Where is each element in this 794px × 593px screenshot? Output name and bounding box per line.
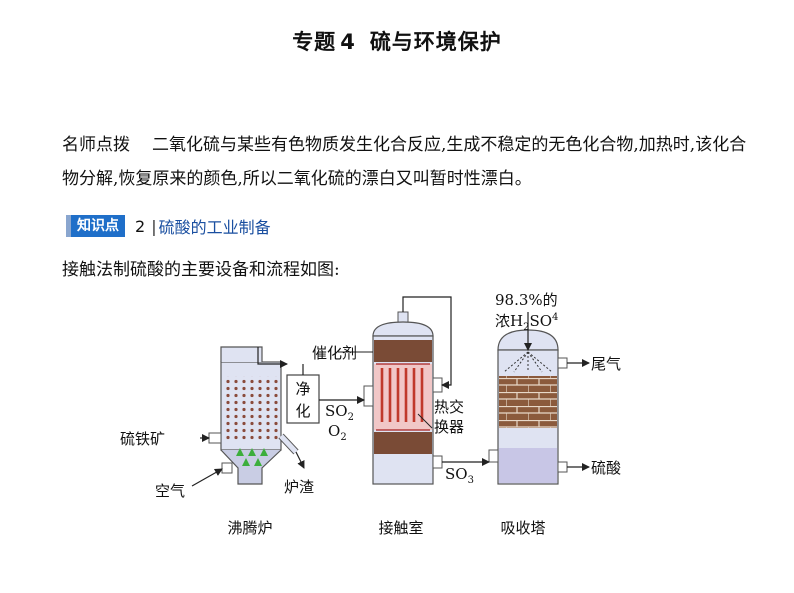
catalyst-layer-top <box>374 340 432 362</box>
absorption-tower <box>442 312 590 485</box>
note-lead: 名师点拨 <box>62 135 130 155</box>
pyrite-label: 硫铁矿 <box>120 430 165 448</box>
note-text: 二氧化硫与某些有色物质发生化合反应,生成不稳定的无色化合物,加热时,该化合物分解… <box>62 135 747 189</box>
o2-label: O2 <box>328 422 347 443</box>
acid-spray <box>503 351 553 373</box>
knowledge-point-title: 硫酸的工业制备 <box>158 218 271 237</box>
furnace-bottom-cone <box>220 449 282 485</box>
furnace-caption: 沸腾炉 <box>227 519 272 537</box>
acid-concentration-label: 98.3%的 <box>495 291 558 309</box>
slag-label: 炉渣 <box>284 478 314 496</box>
air-inlet <box>221 462 233 474</box>
purifier-label-2: 化 <box>295 402 310 420</box>
catalyst-layer-bottom <box>374 432 432 454</box>
tower-packing-bricks <box>499 376 557 428</box>
knowledge-point-separator: | <box>151 216 157 236</box>
heat-exchanger-label-1: 热交 <box>434 398 464 416</box>
catalyst-label: 催化剂 <box>312 344 357 362</box>
furnace-pyrite-particles <box>224 376 278 442</box>
knowledge-point-heading: 知识点 2 | 硫酸的工业制备 <box>66 214 271 238</box>
purifier-label-1: 净 <box>295 380 310 398</box>
heat-exchanger-label-2: 换器 <box>434 418 464 436</box>
knowledge-point-badge: 知识点 <box>66 215 125 237</box>
sulfuric-acid-label: 硫酸 <box>591 459 621 477</box>
intro-text: 接触法制硫酸的主要设备和流程如图: <box>62 260 340 280</box>
tower-caption: 吸收塔 <box>500 519 545 537</box>
title-text: 硫与环境保护 <box>369 30 502 54</box>
heat-exchanger-tubes <box>380 368 424 422</box>
tower-acid-pool <box>499 448 557 483</box>
title-prefix: 专题 <box>292 30 337 54</box>
air-label: 空气 <box>155 482 185 500</box>
purifier-box <box>286 374 320 424</box>
so3-label: SO3 <box>445 465 474 486</box>
so2-label: SO2 <box>325 402 354 423</box>
tail-gas-label: 尾气 <box>591 355 621 373</box>
knowledge-point-number: 2 <box>135 216 146 236</box>
pyrite-inlet <box>208 432 222 444</box>
teacher-note: 名师点拨二氧化硫与某些有色物质发生化合反应,生成不稳定的无色化合物,加热时,该化… <box>62 128 752 196</box>
chamber-caption: 接触室 <box>378 519 423 537</box>
contact-chamber <box>319 296 452 485</box>
furnace-air-flow-arrows <box>236 448 268 466</box>
furnace-top <box>220 346 263 362</box>
title-number: 4 <box>340 30 356 54</box>
concentrated-h2so4-label: 浓H2SO4 <box>495 312 558 333</box>
boiling-furnace <box>208 346 299 485</box>
